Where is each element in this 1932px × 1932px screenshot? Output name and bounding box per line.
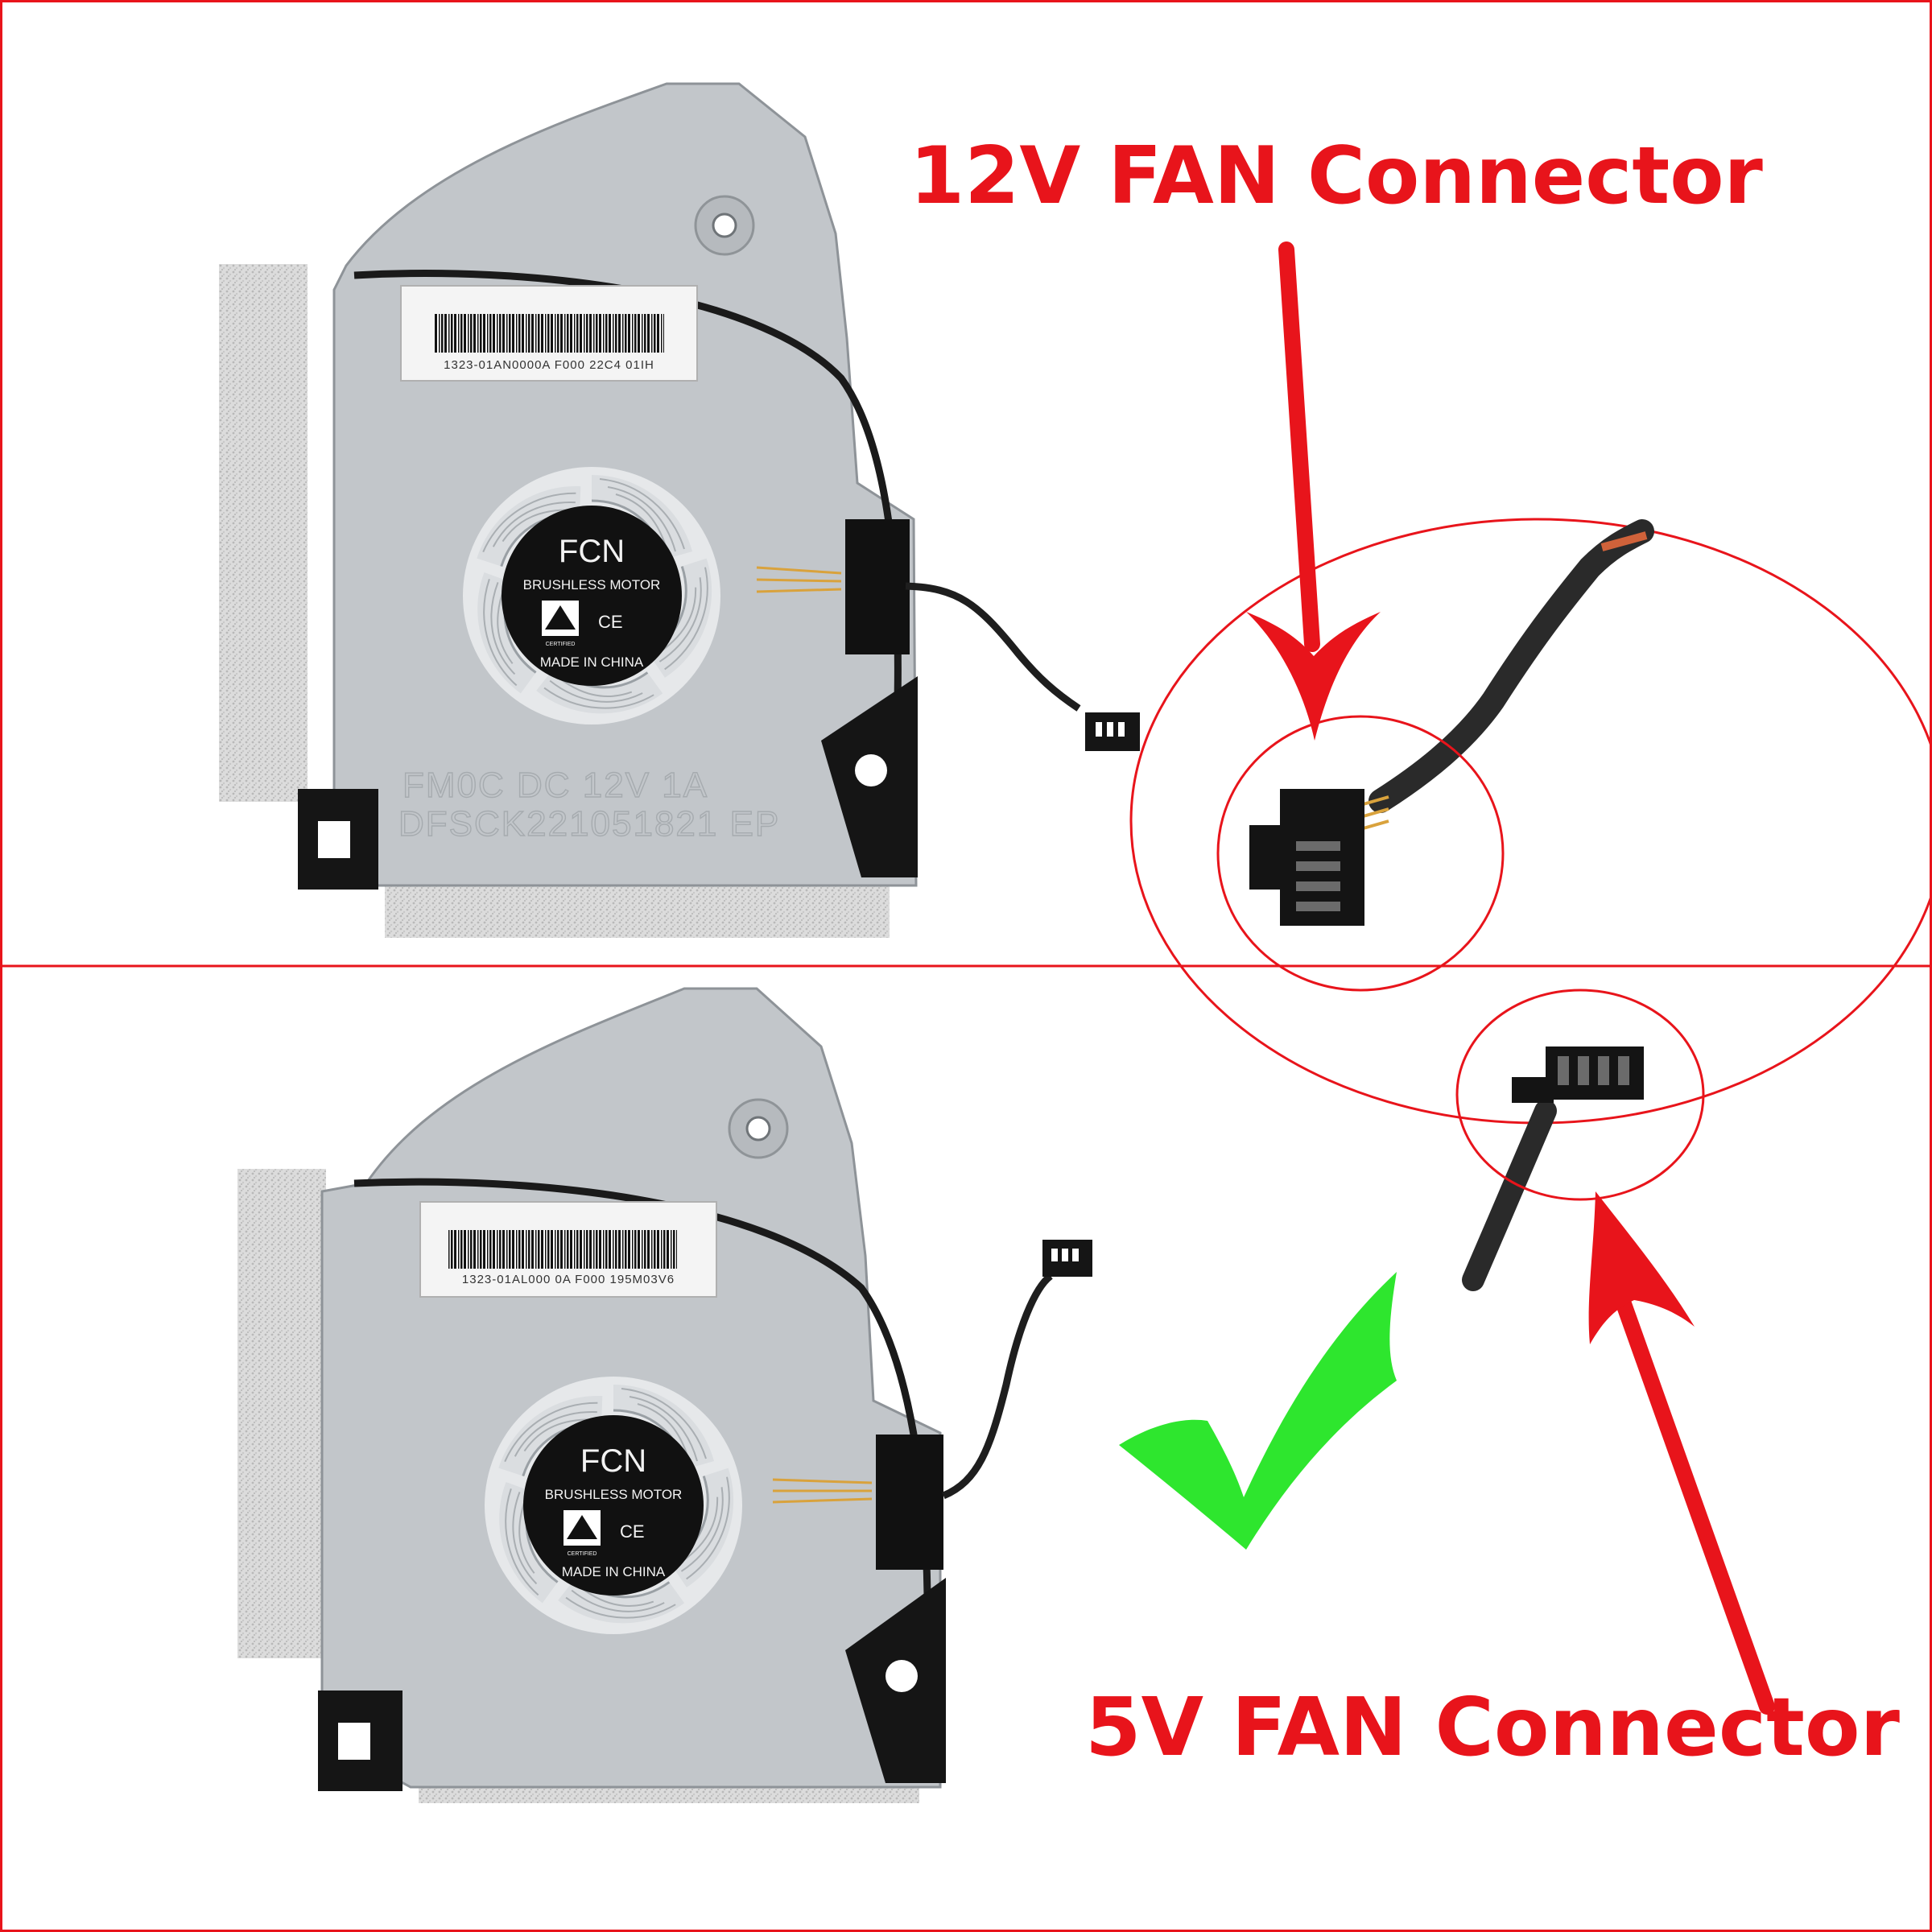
zoom-circle [1129,518,1932,1125]
certification-icon [564,1510,601,1546]
hub-motor: BRUSHLESS MOTOR [545,1487,683,1502]
certification-icon [542,601,579,636]
barcode-text: 1323-01AN0000A F000 22C4 01IH [444,358,654,372]
hub-origin: MADE IN CHINA [562,1564,666,1579]
highlight-circle-12v [1216,715,1505,992]
zoom-callout [1129,518,1932,1291]
hub-ce: CE [598,612,623,632]
impeller: FCN BRUSHLESS MOTOR CE CERTIFIED MADE IN… [460,1371,761,1664]
zoom-cable-top [1368,519,1654,813]
connector-small-bottom [1042,1240,1092,1277]
cable-tape [876,1435,943,1570]
fan-bottom: 1323-01AL000 0A F000 195M03V6 FCN BRUSHL… [237,987,1092,1803]
motor-hub [502,506,682,686]
cable-tape [845,519,910,654]
arrow-icon [1588,1191,1775,1715]
check-mark-icon [1119,1272,1397,1550]
cable-wires [756,566,842,593]
foam-pad-left [237,1169,326,1658]
zoom-connector-bottom [1512,1046,1644,1103]
barcode-text: 1323-01AL000 0A F000 195M03V6 [462,1273,675,1286]
hub-cert: CERTIFIED [546,642,576,647]
embossed-spec-line2: DFSCK221051821 EP [398,804,780,844]
callout-5v-label: 5V FAN Connector [1085,1680,1901,1774]
hub-ce: CE [620,1521,645,1542]
hub-brand: FCN [580,1443,646,1479]
zoom-cable-bottom [1462,1100,1557,1291]
motor-hub [523,1415,704,1596]
cable-wires [772,1478,873,1504]
zoom-connector-top [1249,789,1364,926]
fan-top: 1323-01AN0000A F000 22C4 01IH FCN BRUSHL… [219,82,1140,938]
hub-cert: CERTIFIED [568,1551,597,1557]
hub-motor: BRUSHLESS MOTOR [523,577,661,592]
callout-12v-label: 12V FAN Connector [910,130,1764,222]
embossed-spec-line1: FM0C DC 12V 1A [402,766,708,805]
hub-brand: FCN [559,534,625,569]
connector-small-top [1085,712,1140,751]
highlight-circle-5v [1455,989,1705,1201]
hub-origin: MADE IN CHINA [540,654,644,670]
impeller: FCN BRUSHLESS MOTOR CE CERTIFIED MADE IN… [438,461,739,754]
arrow-icon [1246,242,1381,741]
cable [905,582,1081,712]
foam-pad-left [219,264,308,802]
cable [942,1273,1053,1500]
